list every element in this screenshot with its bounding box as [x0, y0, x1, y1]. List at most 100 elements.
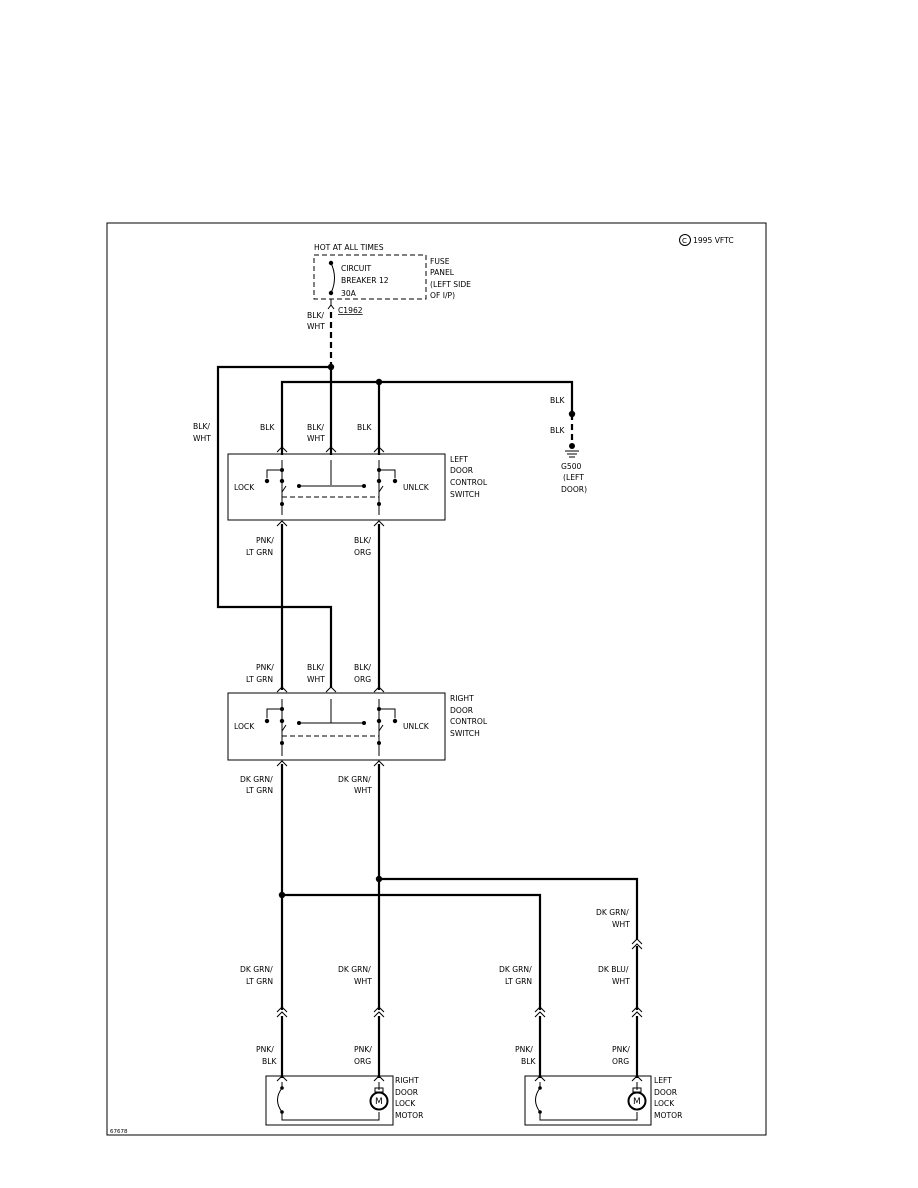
breaker-label-3: 30A: [341, 289, 357, 298]
left-switch-node: [376, 478, 382, 484]
fuse-panel-label-1: FUSE: [430, 257, 450, 266]
left-motor-title-1: LEFT: [654, 1076, 672, 1085]
right-door-control-switch: PNK/ LT GRN BLK/ WHT BLK/ ORG LOCK UNLCK…: [227, 663, 488, 795]
right-switch-bottom-leads: [281, 737, 380, 756]
fuse-panel-label-2: PANEL: [430, 268, 455, 277]
left-motor-wire-c-label-2: ORG: [612, 1057, 629, 1066]
right-switch-wire-c-label-2: ORG: [354, 675, 371, 684]
circuit-breaker-symbol: [330, 262, 335, 294]
right-motor-wire-a-label-2: BLK: [262, 1057, 277, 1066]
right-switch-lock-label: LOCK: [234, 722, 255, 731]
left-switch-wire-a-bottom-label-1: PNK/: [256, 536, 274, 545]
right-switch-node: [279, 718, 285, 724]
right-switch-blades: [281, 724, 384, 732]
left-motor-title-4: MOTOR: [654, 1111, 683, 1120]
right-switch-box: [227, 692, 446, 761]
branch-left-c-upper-label-1: DK GRN/: [596, 908, 629, 917]
right-switch-wire-c-bottom-label-1: DK GRN/: [338, 775, 371, 784]
right-motor-title-3: LOCK: [395, 1099, 416, 1108]
right-switch-wire-b-label-2: WHT: [307, 675, 325, 684]
left-motor-title-3: LOCK: [654, 1099, 675, 1108]
right-switch-unlock-label: UNLCK: [403, 722, 430, 731]
left-switch-top-connectors: [276, 446, 385, 453]
left-motor-wire-a-label-1: PNK/: [515, 1045, 533, 1054]
right-switch-wire-a-label-2: LT GRN: [246, 675, 273, 684]
right-switch-title-4: SWITCH: [450, 729, 480, 738]
output-branches: DK GRN/ WHT DK GRN/ LT GRN DK GRN/ WHT D…: [240, 764, 643, 1078]
left-motor-box: [524, 1075, 652, 1126]
right-motor-node: [280, 1086, 284, 1090]
ground-point-dot: [569, 443, 575, 449]
copyright-symbol: C: [682, 237, 687, 245]
left-switch-bottom-leads: [281, 498, 380, 515]
right-switch-wire-c-label-1: BLK/: [354, 663, 371, 672]
right-motor-title-4: MOTOR: [395, 1111, 424, 1120]
breaker-label-1: CIRCUIT: [341, 264, 372, 273]
left-motor-title-2: DOOR: [654, 1088, 678, 1097]
inline-connector: [631, 938, 643, 950]
ground-wire-label-lower: BLK: [550, 426, 565, 435]
right-switch-bottom-connectors: [276, 760, 385, 767]
left-switch-wire-a-label: BLK: [260, 423, 275, 432]
copyright-text: 1995 VFTC: [693, 236, 734, 245]
branch-right-a-label-2: LT GRN: [246, 977, 273, 986]
right-switch-node: [392, 718, 398, 724]
right-door-lock-motor: PNK/ BLK PNK/ ORG M RIGHT DOOR LOCK MOTO…: [256, 1045, 424, 1126]
left-switch-bottom-connectors: [276, 520, 385, 527]
wire-lock-to-left-motor: [282, 893, 542, 1010]
left-switch-title-3: CONTROL: [450, 478, 488, 487]
feed-wire-label-2: WHT: [307, 322, 325, 331]
right-switch-wire-c-bottom-label-2: WHT: [354, 786, 372, 795]
right-motor-m-icon: [369, 1091, 389, 1111]
wire-blk-ground-bus: [280, 380, 574, 449]
fuse-panel: HOT AT ALL TIMES CIRCUIT BREAKER 12 30A …: [313, 243, 471, 300]
branch-right-a-label-1: DK GRN/: [240, 965, 273, 974]
ground-label-2: (LEFT: [563, 473, 584, 482]
left-motor-symbol: M: [633, 1097, 641, 1107]
connector-c1962-symbol: [327, 299, 335, 310]
right-switch-top-connectors: [276, 686, 385, 693]
right-motor-wire-c-label-1: PNK/: [354, 1045, 372, 1054]
left-motor-node: [538, 1086, 542, 1090]
feed-wire-label-1: BLK/: [307, 311, 324, 320]
branch-left-a-label-2: LT GRN: [505, 977, 532, 986]
left-switch-title-1: LEFT: [450, 455, 468, 464]
copyright-circle: [679, 234, 691, 246]
left-switch-lock-contact: [266, 469, 282, 478]
left-switch-title-2: DOOR: [450, 466, 474, 475]
right-switch-node: [264, 718, 270, 724]
left-switch-wire-c-bottom-label-1: BLK/: [354, 536, 371, 545]
left-switch-unlock-label: UNLCK: [403, 483, 430, 492]
left-switch-node: [392, 478, 398, 484]
right-switch-wire-a-bottom-label-2: LT GRN: [246, 786, 273, 795]
branch-right-c-label-1: DK GRN/: [338, 965, 371, 974]
left-switch-wire-c-bottom-label-2: ORG: [354, 548, 371, 557]
fuse-panel-box: [313, 254, 427, 300]
left-motor-connectors: [534, 1075, 643, 1082]
left-switch-wire-b-label-2: WHT: [307, 434, 325, 443]
branch-left-c-lower-label-2: WHT: [612, 977, 630, 986]
right-switch-wire-b-label-1: BLK/: [307, 663, 324, 672]
wires-to-motors: [280, 1016, 639, 1078]
right-switch-wire-a-bottom-label-1: DK GRN/: [240, 775, 273, 784]
left-switch-box: [227, 453, 446, 521]
right-motor-symbol: M: [375, 1097, 383, 1107]
wire-blk-wht-crossover: [216, 365, 333, 688]
left-motor-wire-a-label-2: BLK: [521, 1057, 536, 1066]
left-switch-wire-b-label-1: BLK/: [307, 423, 324, 432]
left-switch-unlock-contact: [379, 469, 396, 478]
right-switch-wire-a-label-1: PNK/: [256, 663, 274, 672]
right-switch-unlock-contact: [379, 708, 396, 718]
figure-id: 67678: [110, 1129, 128, 1135]
branch-right-c-label-2: WHT: [354, 977, 372, 986]
right-switch-title-1: RIGHT: [450, 694, 474, 703]
branch-left-c-lower-label-1: DK BLU/: [598, 965, 629, 974]
right-motor-wire-c-label-2: ORG: [354, 1057, 371, 1066]
left-switch-node: [264, 478, 270, 484]
left-switch-wire-a-bottom-label-2: LT GRN: [246, 548, 273, 557]
right-motor-connectors: [276, 1075, 385, 1082]
left-switch-title-4: SWITCH: [450, 490, 480, 499]
left-switch-side-wire-label-2: WHT: [193, 434, 211, 443]
ground-wire-label-upper: BLK: [550, 396, 565, 405]
